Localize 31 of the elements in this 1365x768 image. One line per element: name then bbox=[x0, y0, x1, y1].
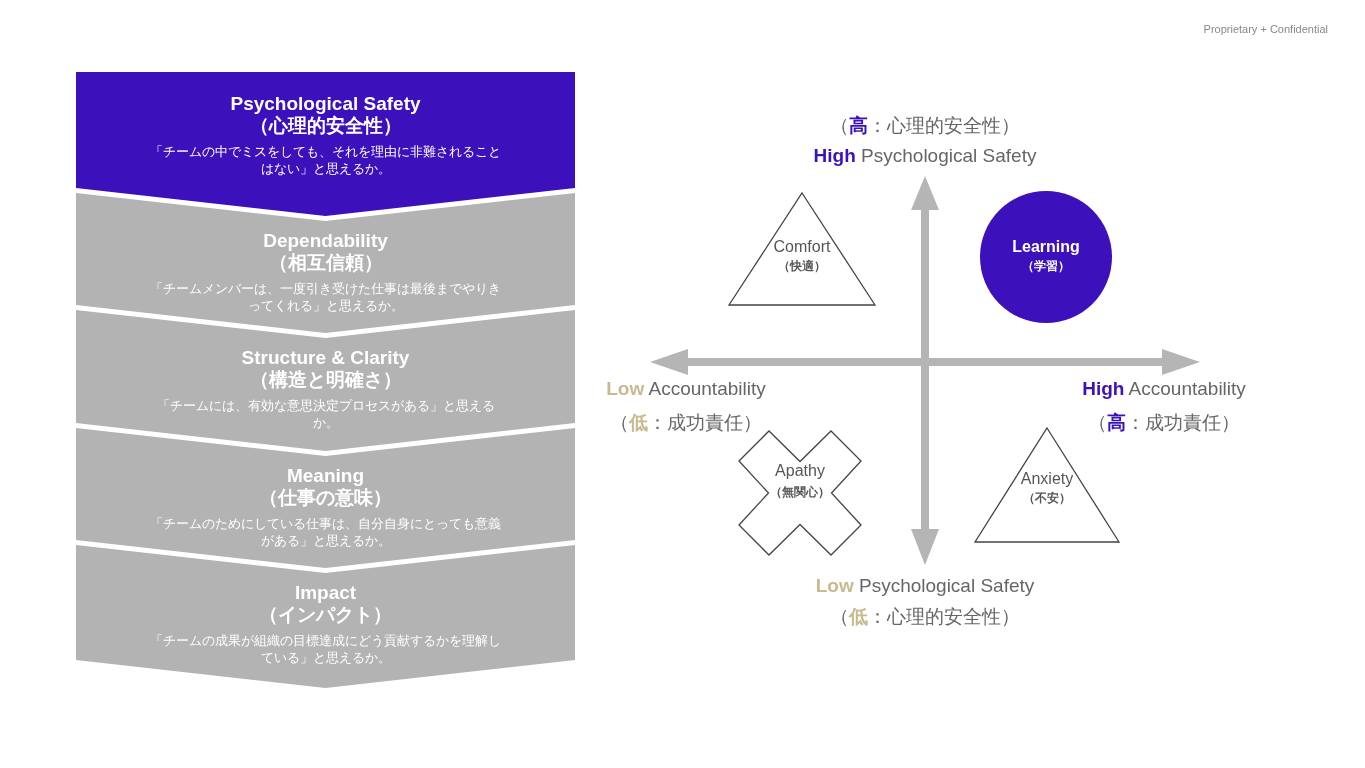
quadrant-name: Learning bbox=[1011, 238, 1081, 256]
subheading: （仕事の意味） bbox=[258, 486, 393, 510]
heading: Meaning bbox=[285, 464, 366, 488]
axis-label: High Psychological Safety bbox=[813, 145, 1037, 167]
question-text: 「チームには、有効な意思決定プロセスがある」と思えるか。 bbox=[155, 398, 496, 432]
axis-label: Low Psychological Safety bbox=[815, 575, 1035, 597]
axis-label: （低：心理的安全性） bbox=[830, 605, 1020, 629]
heading: Impact bbox=[293, 581, 358, 605]
subheading: （相互信頼） bbox=[267, 251, 384, 275]
quadrant-subname: （無関心） bbox=[769, 484, 831, 501]
question-text: 「チームの成果が組織の目標達成にどう貢献するかを理解している」と思えるか。 bbox=[149, 633, 502, 667]
axis-label: （高：成功責任） bbox=[1088, 411, 1240, 435]
quadrant-subname: （不安） bbox=[1022, 490, 1072, 507]
quadrant-name: Comfort bbox=[772, 238, 832, 256]
axis-label: （高：心理的安全性） bbox=[830, 114, 1020, 138]
question-text: 「チームの中でミスをしても、それを理由に非難されることはない」と思えるか。 bbox=[149, 144, 502, 178]
axis-label: Low Accountability bbox=[606, 378, 766, 400]
footer-note: Proprietary + Confidential bbox=[1203, 23, 1328, 35]
axis-label: High Accountability bbox=[1082, 378, 1246, 400]
axis-label: （低：成功責任） bbox=[610, 411, 762, 435]
quadrant-name: Anxiety bbox=[1019, 470, 1075, 488]
quadrant-subname: （快適） bbox=[777, 258, 827, 275]
quadrant-name: Apathy bbox=[774, 462, 826, 480]
question-text: 「チームのためにしている仕事は、自分自身にとっても意義がある」と思えるか。 bbox=[149, 516, 502, 550]
heading: Psychological Safety bbox=[229, 92, 422, 116]
heading: Structure & Clarity bbox=[240, 346, 411, 370]
subheading: （インパクト） bbox=[258, 603, 393, 627]
subheading: （構造と明確さ） bbox=[248, 368, 403, 392]
quadrant-subname: （学習） bbox=[1021, 258, 1071, 275]
subheading: （心理的安全性） bbox=[249, 115, 403, 138]
heading: Dependability bbox=[262, 229, 389, 253]
